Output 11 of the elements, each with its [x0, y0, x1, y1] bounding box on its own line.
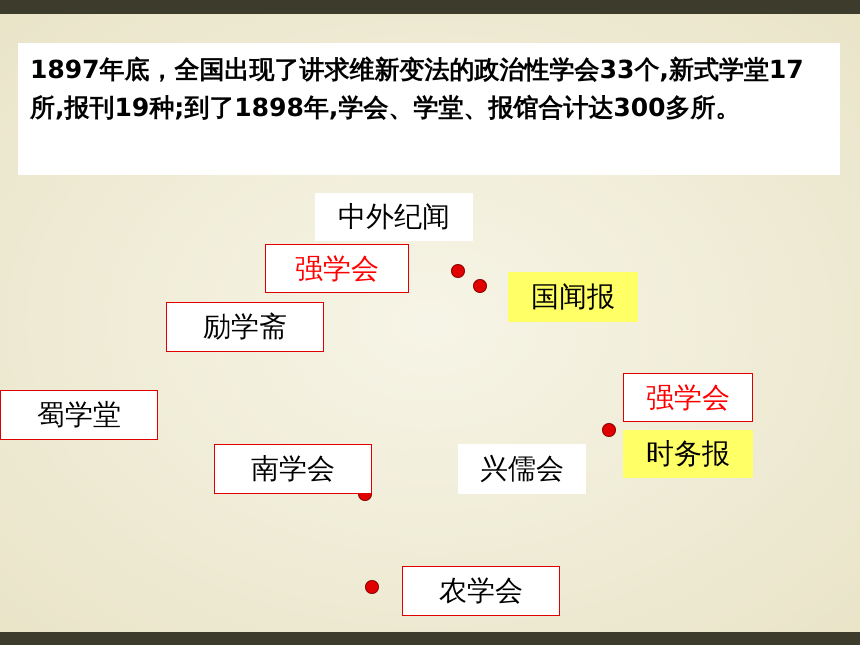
label-box: 兴儒会 — [458, 444, 586, 494]
label-box: 农学会 — [402, 566, 560, 616]
label-box: 强学会 — [265, 244, 409, 293]
label-box: 南学会 — [214, 444, 372, 494]
highlight-box: 时务报 — [623, 430, 753, 478]
label-box: 励学斋 — [166, 302, 324, 352]
label-box: 中外纪闻 — [315, 193, 473, 241]
label-box: 强学会 — [623, 373, 753, 422]
highlight-box: 国闻报 — [508, 272, 638, 322]
label-box: 蜀学堂 — [0, 390, 158, 440]
text-box: 1897年底，全国出现了讲求维新变法的政治性学会33个,新式学堂17所,报刊19种;到了1898年,学会、学堂、报馆合计达300多所。 — [18, 43, 840, 175]
